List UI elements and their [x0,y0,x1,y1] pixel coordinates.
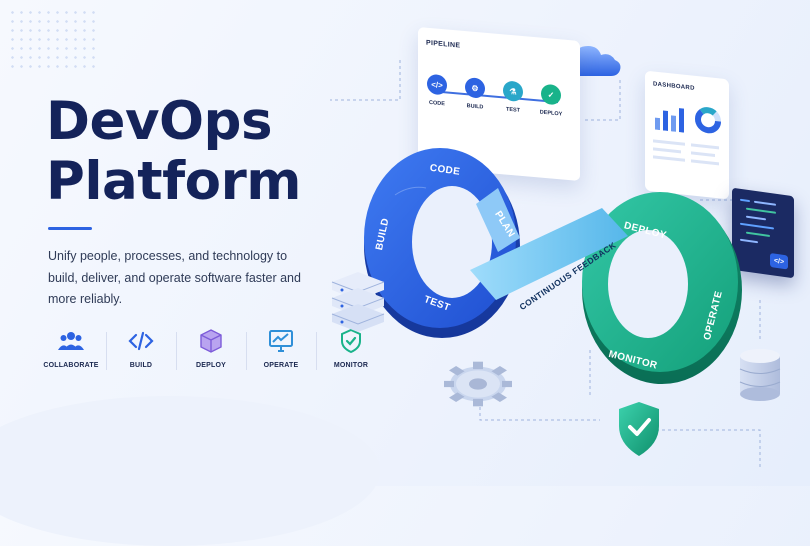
title-underline [48,227,92,230]
feature-label: COLLABORATE [43,362,99,369]
package-icon [200,329,222,353]
gear-icon [444,361,512,407]
dot-grid-decoration [8,8,98,68]
bar-chart-icon [655,108,684,133]
shield-check-icon [619,402,659,456]
feature-label: DEPLOY [196,362,226,369]
shield-check-icon [341,328,361,354]
feature-deploy: DEPLOY [176,328,246,376]
donut-chart-icon [695,107,721,134]
server-stack-icon [331,272,385,332]
hero-title-line1: DevOps [46,91,273,152]
monitor-chart-icon [269,330,293,352]
feature-build: BUILD [106,328,176,376]
feedback-band [470,208,628,300]
database-icon [739,349,781,401]
feature-label: OPERATE [263,362,299,369]
infinity-loop: CODE BUILD TEST PLAN CONTINUOUS FEEDBACK… [364,148,742,384]
feature-label: MONITOR [333,362,369,369]
loop-label-code: CODE [429,163,461,178]
feature-label: BUILD [129,362,153,369]
code-icon [128,331,154,351]
feature-list: COLLABORATE BUILD DEPLOY OPERATE MONITOR [36,328,386,376]
feature-operate: OPERATE [246,328,316,376]
hero-title-line2: Platform [46,151,301,212]
feature-collaborate: COLLABORATE [36,328,106,376]
plan-arrow [476,188,520,252]
people-icon [58,332,84,350]
hero-tagline: Unify people, processes, and technology … [48,249,301,306]
hero-title: DevOps Platform [46,92,301,212]
dashboard-card: DASHBOARD [645,70,729,200]
teal-loop-hole [608,230,688,338]
feature-monitor: MONITOR [316,328,386,376]
